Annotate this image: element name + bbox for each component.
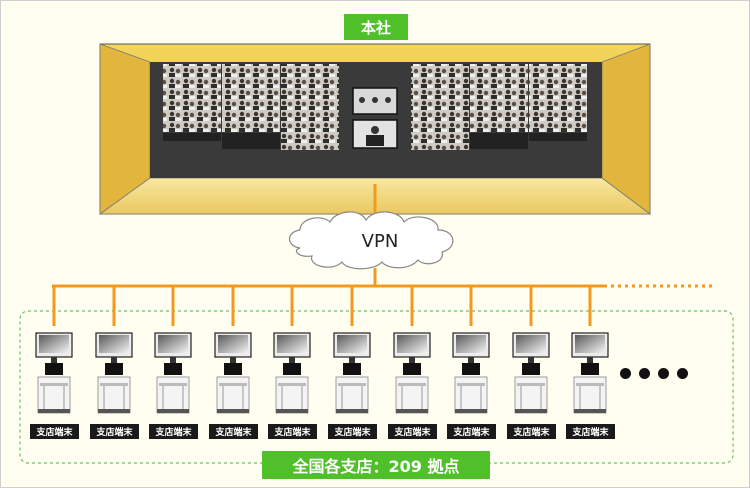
branch-terminal-label: 支店端末 <box>268 424 317 439</box>
branch-terminal-label: 支店端末 <box>447 424 496 439</box>
video-tile-left-2 <box>222 64 280 132</box>
ellipsis-dot <box>620 368 631 379</box>
ellipsis-dot <box>677 368 688 379</box>
branch-terminal-label: 支店端末 <box>507 424 556 439</box>
branch-terminal <box>452 286 490 414</box>
branch-terminal-label: 支店端末 <box>388 424 437 439</box>
ellipsis-dot <box>639 368 650 379</box>
branch-terminals <box>35 286 609 414</box>
branch-terminal <box>95 286 133 414</box>
branch-terminal-label: 支店端末 <box>90 424 139 439</box>
branch-terminal <box>35 286 73 414</box>
video-tile-left-1 <box>163 64 221 132</box>
branch-summary-label: 全国各支店：209 拠点 <box>262 451 490 479</box>
branch-terminal-label: 支店端末 <box>30 424 79 439</box>
video-tile-right-2 <box>470 64 528 132</box>
branch-terminal-label: 支店端末 <box>328 424 377 439</box>
branch-terminal <box>393 286 431 414</box>
vpn-label: VPN <box>361 231 399 252</box>
branch-terminal <box>571 286 609 414</box>
branch-terminal <box>333 286 371 414</box>
branch-terminal-label: 支店端末 <box>566 424 615 439</box>
video-tile-right-1 <box>411 64 469 150</box>
video-tile-left-3 <box>281 64 339 150</box>
hq-label: 本社 <box>344 14 408 40</box>
branch-terminal <box>154 286 192 414</box>
branch-terminal <box>273 286 311 414</box>
branch-terminal-label: 支店端末 <box>209 424 258 439</box>
video-tile-right-3 <box>529 64 587 132</box>
vpn-cloud <box>288 211 454 270</box>
branch-terminal <box>214 286 252 414</box>
branch-terminal <box>512 286 550 414</box>
branch-terminal-label: 支店端末 <box>149 424 198 439</box>
ellipsis-dot <box>658 368 669 379</box>
